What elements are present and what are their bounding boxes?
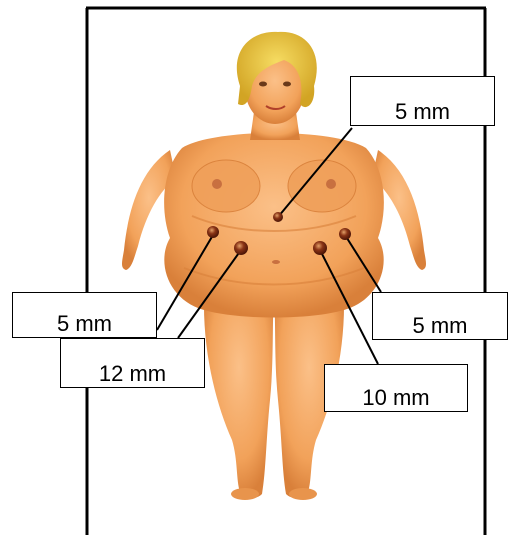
torso xyxy=(164,133,384,318)
port-label-top: 5 mm xyxy=(350,76,495,126)
left-eye xyxy=(259,82,267,87)
left-foot xyxy=(231,488,259,500)
right-foot xyxy=(289,488,317,500)
port-label-low: 10 mm xyxy=(324,364,468,412)
port-marker-top xyxy=(273,212,283,222)
port-marker-low xyxy=(313,241,327,255)
left-breast xyxy=(192,160,260,212)
port-label-left: 5 mm xyxy=(12,292,157,338)
right-nipple xyxy=(326,179,336,189)
left-nipple xyxy=(212,179,222,189)
port-marker-left xyxy=(207,226,219,238)
navel xyxy=(272,260,280,264)
port-marker-mid xyxy=(234,241,248,255)
port-label-mid: 12 mm xyxy=(60,338,205,388)
port-label-right: 5 mm xyxy=(372,292,508,340)
right-breast xyxy=(288,160,356,212)
port-marker-right xyxy=(339,228,351,240)
right-eye xyxy=(283,82,291,87)
